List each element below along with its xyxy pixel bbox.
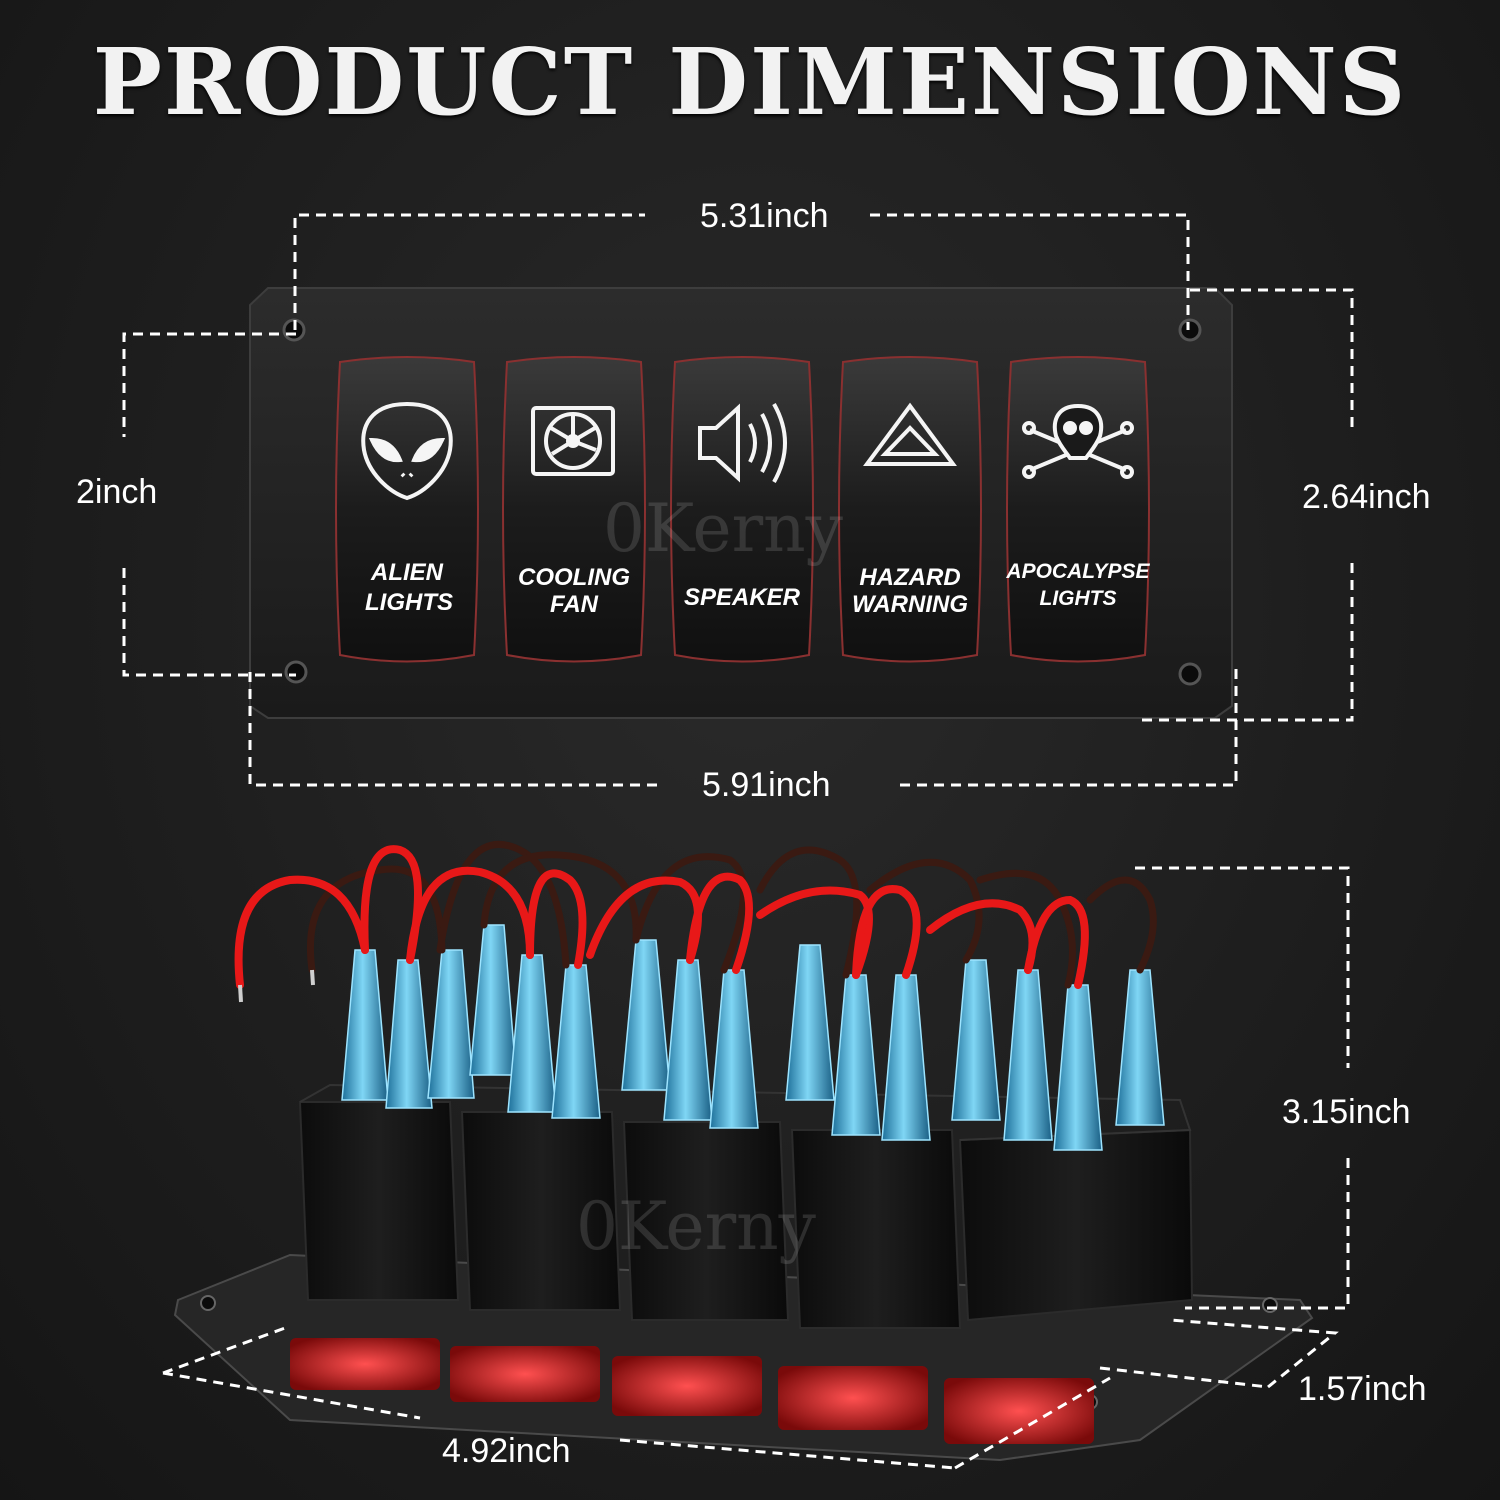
backlit-switch-faces [290, 1338, 1094, 1444]
dimension-label-back-width: 4.92inch [442, 1432, 571, 1470]
page-title: PRODUCT DIMENSIONS [92, 28, 1408, 136]
dimension-label-front-width-outer: 5.91inch [702, 766, 831, 804]
rocker-switch-1 [335, 356, 479, 663]
switch-2-label-line2: FAN [550, 591, 599, 618]
red-wires [234, 845, 1089, 989]
back-view-switch-assembly [173, 840, 1314, 1462]
watermark: 0Kerny [576, 1188, 816, 1265]
front-dimension-lines [122, 213, 1354, 787]
rocker-switch-2 [502, 356, 646, 663]
alien-icon [361, 401, 453, 501]
blue-terminal-connectors [341, 924, 1165, 1151]
rocker-switch-4 [838, 356, 982, 663]
rocker-switch-5 [1006, 356, 1150, 663]
dimension-label-front-height-inner: 2inch [76, 473, 158, 511]
screw-hole-icon [284, 660, 308, 684]
dimension-label-back-height: 3.15inch [1282, 1093, 1411, 1131]
dimension-label-back-depth: 1.57inch [1298, 1370, 1427, 1408]
switch-1-label-line2: LIGHTS [365, 589, 453, 616]
rocker-switch-3 [670, 356, 814, 663]
switch-4-label-line1: HAZARD [859, 564, 960, 591]
back-dimension-lines [162, 866, 1350, 1470]
dimension-label-front-width-inner: 5.31inch [700, 197, 829, 235]
speaker-icon [698, 403, 787, 483]
brown-wires [306, 840, 1157, 989]
hazard-icon [863, 402, 957, 466]
skull-crossbones-icon [1022, 403, 1134, 479]
switch-2-label-line1: COOLING [518, 564, 630, 591]
screw-hole-icon [1178, 662, 1202, 686]
switch-bodies [298, 1083, 1194, 1329]
switch-1-label-line1: ALIEN [370, 559, 444, 586]
switch-5-label-line2: LIGHTS [1040, 587, 1117, 610]
switch-4-label-line2: WARNING [852, 591, 968, 618]
screw-hole-icon [1178, 318, 1202, 342]
bare-wire-ends [238, 969, 315, 1003]
dimension-label-front-height-outer: 2.64inch [1302, 478, 1431, 516]
switch-5-label-line1: APOCALYPSE [1005, 560, 1150, 583]
watermark: 0Kerny [603, 490, 843, 567]
switch-3-label-line1: SPEAKER [684, 584, 801, 611]
fan-icon [531, 406, 615, 476]
